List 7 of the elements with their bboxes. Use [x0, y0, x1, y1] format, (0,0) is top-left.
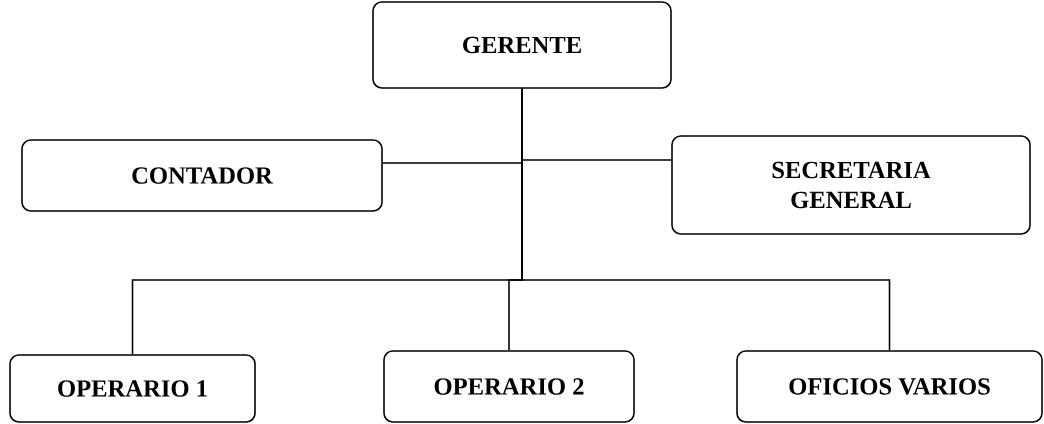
org-box: OPERARIO 1 — [9, 354, 256, 423]
org-box: OPERARIO 2 — [383, 350, 635, 423]
org-box: GERENTE — [372, 1, 672, 89]
org-box: OFICIOS VARIOS — [736, 350, 1043, 423]
org-box: SECRETARIA GENERAL — [671, 135, 1031, 235]
connector-line — [521, 88, 891, 351]
org-box: CONTADOR — [21, 139, 383, 212]
